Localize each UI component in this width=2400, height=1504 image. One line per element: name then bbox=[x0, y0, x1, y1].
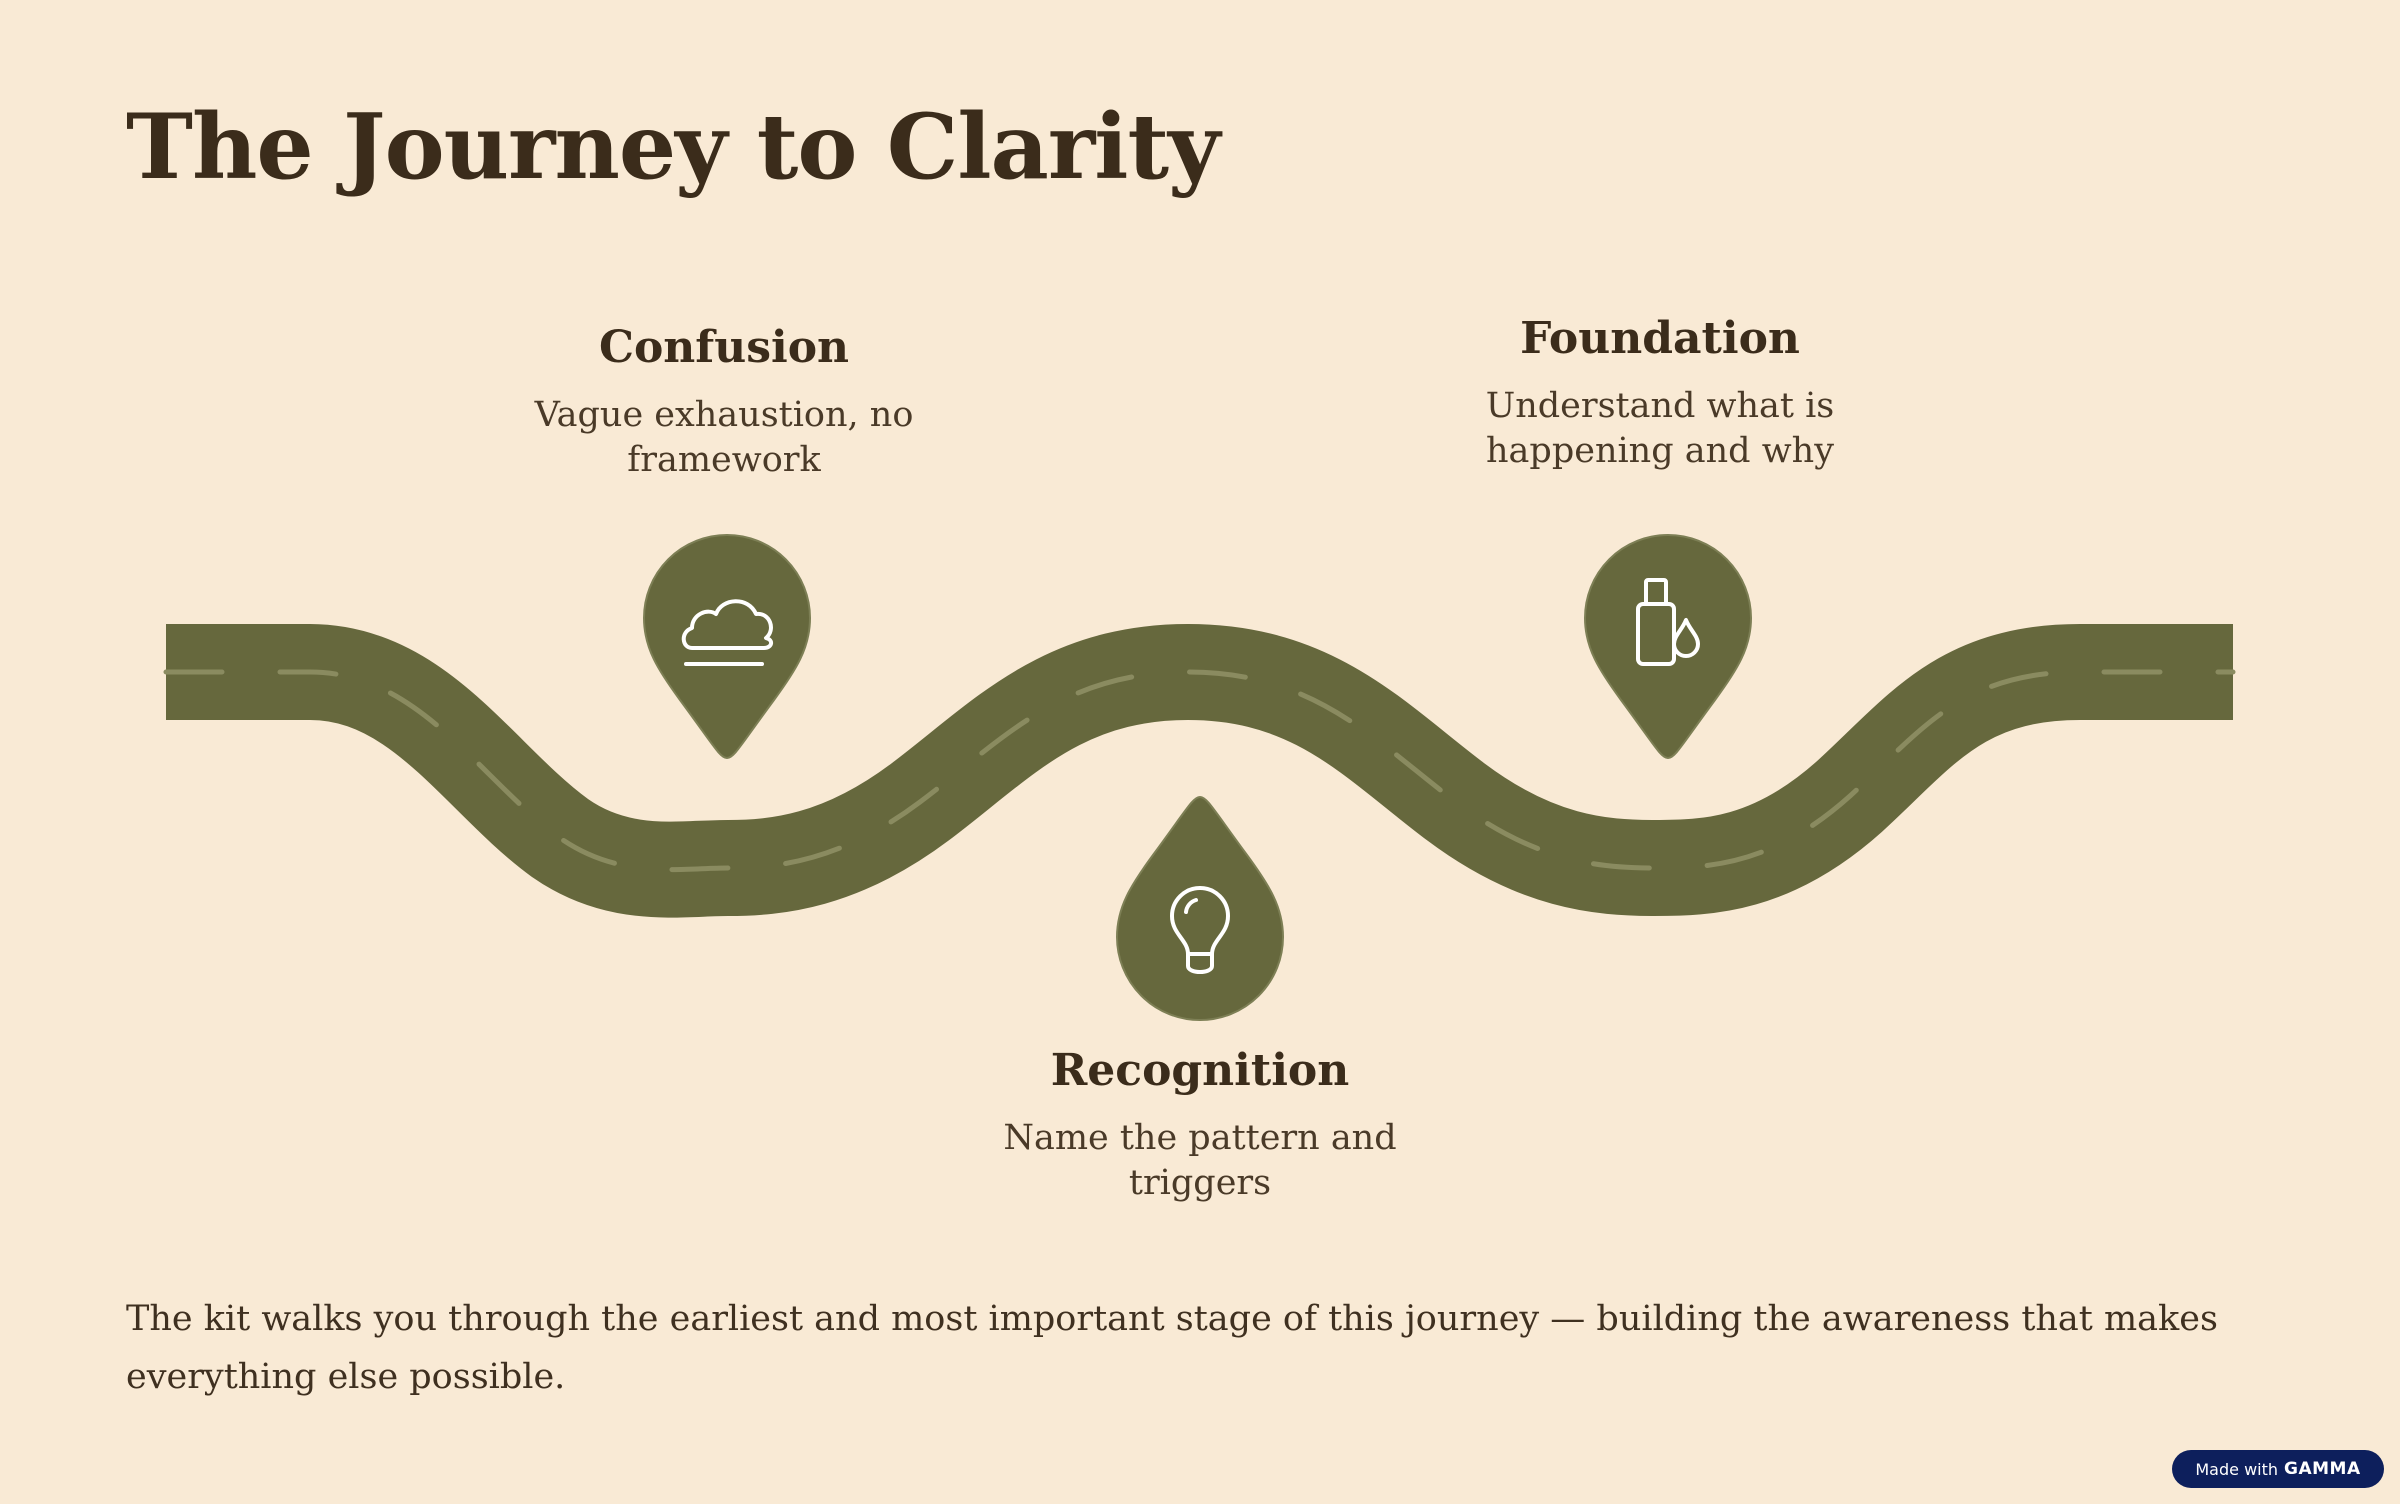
pin-confusion bbox=[642, 534, 812, 760]
pin-recognition bbox=[1115, 795, 1285, 1021]
stage-heading: Confusion bbox=[598, 322, 850, 373]
stage-description: Vague exhaustion, no framework bbox=[534, 394, 914, 481]
pin-foundation bbox=[1583, 534, 1753, 760]
bottle-drop-icon bbox=[1636, 578, 1700, 666]
stage-recognition: Recognition Name the pattern and trigger… bbox=[950, 1045, 1450, 1207]
road-centerline bbox=[163, 669, 2236, 873]
stage-confusion: Confusion Vague exhaustion, no framework bbox=[474, 322, 974, 484]
cloud-icon bbox=[681, 599, 773, 666]
made-with-gamma-badge[interactable]: Made with GAMMA bbox=[2172, 1450, 2384, 1488]
footer-text: The kit walks you through the earliest a… bbox=[126, 1299, 2218, 1397]
stage-heading: Foundation bbox=[1520, 313, 1800, 364]
gamma-logo: GAMMA bbox=[2284, 1459, 2361, 1479]
stage-description: Understand what is happening and why bbox=[1485, 385, 1835, 472]
stage-foundation: Foundation Understand what is happening … bbox=[1410, 313, 1910, 475]
badge-prefix: Made with bbox=[2195, 1459, 2279, 1479]
stage-description: Name the pattern and triggers bbox=[1003, 1117, 1397, 1204]
pin-marker bbox=[1583, 534, 1753, 760]
pin-marker bbox=[1115, 795, 1285, 1021]
lightbulb-icon bbox=[1170, 886, 1230, 974]
stage-heading: Recognition bbox=[1050, 1045, 1350, 1096]
page-title: The Journey to Clarity bbox=[126, 94, 1220, 200]
